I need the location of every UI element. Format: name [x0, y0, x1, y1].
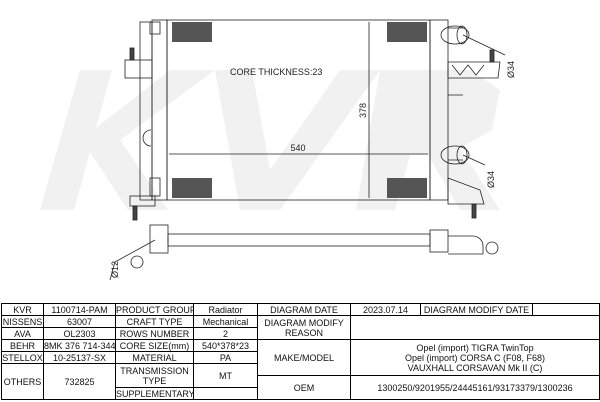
oem-value: 1300250/9201955/24445161/93173379/130023… [350, 375, 600, 400]
diagram-date-value: 2023.07.14 [350, 303, 421, 316]
nissens-label: NISSENS [1, 315, 44, 328]
inlet-pipe [440, 25, 470, 45]
outlet-diameter: Ø34 [486, 171, 496, 188]
spec-table: KVR 1100714-PAM PRODUCT GROUP Radiator D… [1, 303, 600, 400]
diagram-date-label: DIAGRAM DATE [257, 303, 351, 316]
make-model-label: MAKE/MODEL [257, 339, 351, 376]
diagram-modify-date-label: DIAGRAM MODIFY DATE [420, 303, 533, 316]
make-model-line: Opel (import) TIGRA TwinTop [416, 342, 534, 353]
ava-value: OL2303 [43, 327, 116, 340]
supplementary-label: SUPPLEMENTARY [115, 387, 194, 400]
kvr-label: KVR [1, 303, 44, 316]
core-size-value: 540*378*23 [193, 339, 258, 352]
outlet-pipe [440, 145, 470, 165]
transmission-label: TRANSMISSION TYPE [115, 363, 194, 388]
others-label: OTHERS [1, 363, 44, 400]
pin-diameter: Ø12 [110, 261, 120, 278]
width-dimension: 540 [290, 143, 305, 153]
kvr-value: 1100714-PAM [43, 303, 116, 316]
diagram-modify-reason-label: DIAGRAM MODIFY REASON [257, 315, 351, 340]
diagram-modify-date-value [532, 303, 600, 316]
supplementary-value [193, 387, 258, 400]
material-value: PA [193, 351, 258, 364]
material-label: MATERIAL [115, 351, 194, 364]
bottom-view-tank [167, 233, 431, 247]
transmission-value: MT [193, 363, 258, 388]
craft-type-value: Mechanical [193, 315, 258, 328]
stellox-value: 10-25137-SX [43, 351, 116, 364]
watermark-logo [40, 70, 500, 210]
craft-type-label: CRAFT TYPE [115, 315, 194, 328]
diagram-modify-reason-value [350, 315, 600, 340]
make-model-line: VAUXHALL CORSAVAN Mk II (C) [407, 362, 543, 373]
right-tank [429, 19, 449, 201]
rows-number-value: 2 [193, 327, 258, 340]
ava-label: AVA [1, 327, 44, 340]
core-thickness-label: CORE THICKNESS:23 [230, 67, 322, 77]
core-size-label: CORE SIZE(mm) [115, 339, 194, 352]
product-group-value: Radiator [193, 303, 258, 316]
stellox-label: STELLOX [1, 351, 44, 364]
nissens-value: 63007 [43, 315, 116, 328]
behr-value: 8MK 376 714-344 [43, 339, 116, 352]
height-dimension: 378 [358, 103, 368, 118]
oem-label: OEM [257, 375, 351, 400]
radiator-technical-drawing: CORE THICKNESS:23 540 378 Ø34 Ø34 Ø12 [40, 19, 516, 281]
behr-label: BEHR [1, 339, 44, 352]
others-value: 732825 [43, 363, 116, 400]
make-model-value: Opel (import) TIGRA TwinTop Opel (import… [350, 339, 600, 376]
make-model-line: Opel (import) CORSA C (F08, F68) [404, 352, 546, 363]
rows-number-label: ROWS NUMBER [115, 327, 194, 340]
product-group-label: PRODUCT GROUP [115, 303, 194, 316]
inlet-diameter: Ø34 [506, 61, 516, 78]
